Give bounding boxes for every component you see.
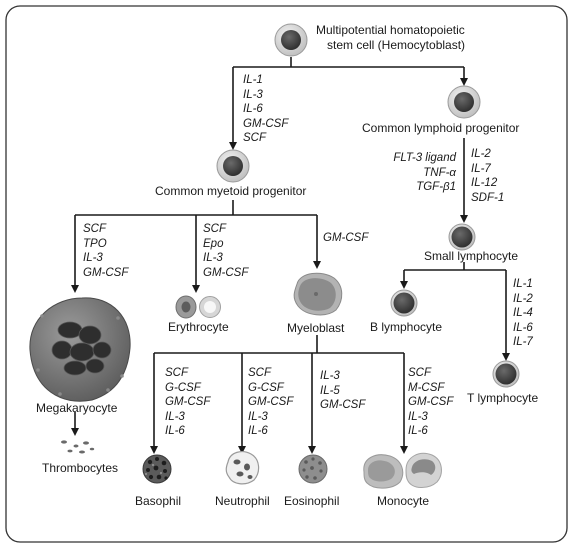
factor-item: Epo (203, 237, 224, 250)
outer-border (5, 5, 568, 543)
factor-item: SCF (243, 132, 266, 145)
megakaryocyte-label: Megakaryocyte (36, 401, 118, 415)
factor-item: TGF-β1 (416, 181, 456, 194)
factor-item: IL-5 (320, 384, 340, 397)
erythrocyte-label: Erythrocyte (168, 320, 229, 334)
megakaryocyte-icon (29, 297, 131, 402)
factors-lymphoid-left: FLT-3 ligand TNF-α TGF-β1 (376, 151, 456, 195)
factor-item: IL-6 (513, 321, 533, 334)
factors-to-t-lymphocyte: IL-1 IL-2 IL-4 IL-6 IL-7 (513, 277, 533, 350)
factor-item: SCF (248, 367, 271, 379)
factor-item: IL-2 (471, 148, 491, 160)
erythrocyte-icon (175, 295, 221, 319)
factors-to-basophil: SCF G-CSF GM-CSF IL-3 IL-6 (165, 366, 210, 439)
factors-lymphoid-right: IL-2 IL-7 IL-12 SDF-1 (471, 147, 504, 205)
factors-stem-to-myeloid: IL-1 IL-3 IL-6 GM-CSF SCF (243, 73, 288, 146)
neutrophil-icon (225, 451, 260, 485)
stem-cell-icon (274, 23, 308, 57)
factor-item: IL-7 (513, 336, 533, 349)
thrombocytes-label: Thrombocytes (42, 461, 119, 475)
connector-lines (71, 57, 510, 454)
factor-item: IL-3 (320, 370, 340, 382)
lymphoid-progenitor-label: Common lymphoid progenitor (362, 121, 520, 135)
factor-item: IL-3 (243, 88, 263, 101)
basophil-icon (142, 454, 172, 484)
factor-item: IL-3 (408, 410, 428, 423)
eosinophil-icon (298, 454, 328, 484)
basophil-label: Basophil (135, 494, 182, 508)
t-lymphocyte-label: T lymphocyte (467, 391, 539, 405)
small-lymphocyte-label: Small lymphocyte (424, 249, 519, 263)
factor-item: M-CSF (408, 381, 445, 394)
factors-to-monocyte: SCF M-CSF GM-CSF IL-3 IL-6 (408, 366, 453, 439)
factor-item: GM-CSF (83, 266, 129, 279)
b-lymphocyte-icon (390, 289, 418, 317)
factor-item: GM-CSF (243, 117, 289, 130)
factor-item: IL-4 (513, 307, 533, 320)
eosinophil-label: Eosinophil (284, 494, 340, 508)
factors-to-neutrophil: SCF G-CSF GM-CSF IL-3 IL-6 (248, 366, 293, 439)
factor-item: FLT-3 ligand (393, 152, 456, 164)
factor-item: SCF (203, 223, 226, 235)
factor-item: IL-6 (408, 425, 428, 438)
factor-item: SCF (165, 367, 188, 379)
factor-item: GM-CSF (408, 396, 454, 409)
factor-item: IL-2 (513, 292, 533, 305)
factors-to-myeloblast: GM-CSF (323, 231, 368, 246)
factor-item: GM-CSF (203, 266, 249, 279)
factor-item: TNF-α (423, 166, 456, 179)
b-lymphocyte-label: B lymphocyte (370, 320, 443, 334)
factor-item: IL-3 (165, 410, 185, 423)
factor-item: IL-3 (203, 252, 223, 265)
neutrophil-label: Neutrophil (215, 494, 270, 508)
myeloblast-icon (293, 272, 343, 316)
factor-item: GM-CSF (165, 396, 211, 409)
lymphoid-progenitor-icon (447, 85, 481, 119)
thrombocytes-icon (61, 440, 95, 454)
factor-item: SCF (83, 223, 106, 235)
factor-item: IL-6 (248, 425, 268, 438)
factor-item: GM-CSF (320, 399, 366, 412)
myeloid-progenitor-label: Common myetoid progenitor (155, 184, 307, 198)
factor-item: IL-3 (248, 410, 268, 423)
factor-item: IL-12 (471, 177, 498, 190)
monocyte-icon (363, 452, 442, 489)
factor-item: IL-3 (83, 252, 103, 265)
stem-cell-label-line1: Multipotential homatopoietic (316, 23, 465, 37)
stem-cell-label-line2: stem cell (Hemocytoblast) (327, 38, 466, 52)
monocyte-label: Monocyte (377, 494, 430, 508)
factor-item: SDF-1 (471, 191, 505, 204)
factor-item: GM-CSF (323, 232, 369, 244)
factors-to-eosinophil: IL-3 IL-5 GM-CSF (320, 369, 365, 413)
factor-item: IL-6 (165, 425, 185, 438)
factor-item: SCF (408, 367, 431, 379)
factor-item: TPO (83, 237, 107, 250)
factors-to-erythrocyte: SCF Epo IL-3 GM-CSF (203, 222, 248, 280)
myeloblast-label: Myeloblast (287, 321, 345, 335)
factor-item: GM-CSF (248, 396, 294, 409)
factor-item: G-CSF (165, 381, 201, 394)
factor-item: IL-7 (471, 162, 491, 175)
factor-item: G-CSF (248, 381, 284, 394)
myeloid-progenitor-icon (216, 149, 250, 183)
factor-item: IL-1 (513, 278, 533, 290)
factor-item: IL-6 (243, 103, 263, 116)
factor-item: IL-1 (243, 74, 263, 86)
factors-to-megakaryocyte: SCF TPO IL-3 GM-CSF (83, 222, 128, 280)
t-lymphocyte-icon (492, 360, 520, 388)
small-lymphocyte-icon (448, 223, 476, 251)
